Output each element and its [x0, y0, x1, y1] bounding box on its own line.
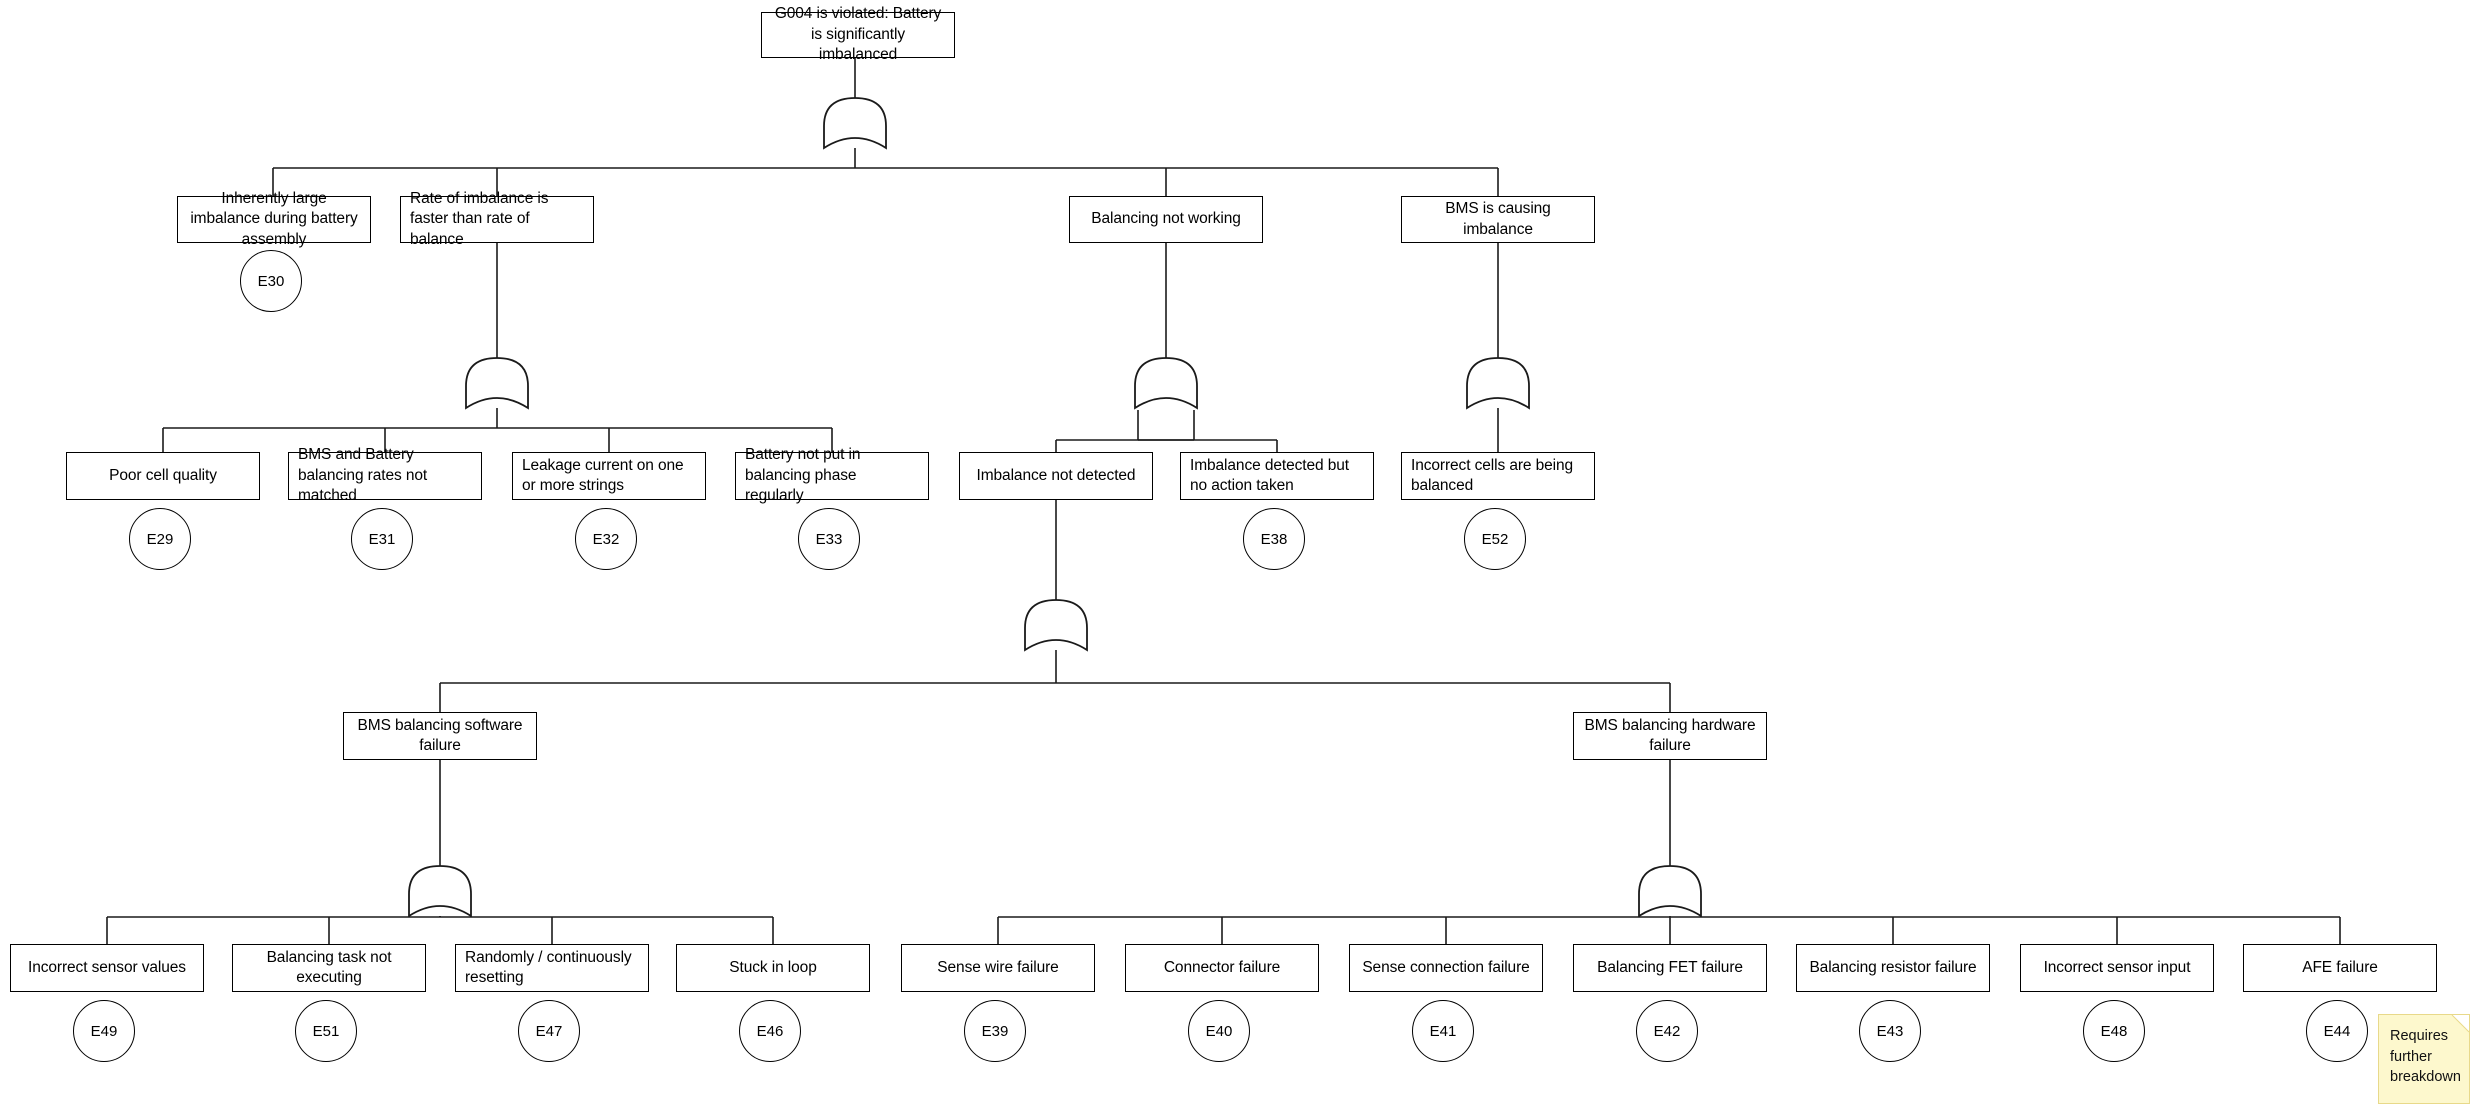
node-label: G004 is violated: Battery is significant… — [774, 5, 942, 64]
node-label: Inherently large imbalance during batter… — [190, 189, 358, 248]
event-circle-e48[interactable]: E48 — [2083, 1000, 2145, 1062]
node-bms-balancing-hardware-failure[interactable]: BMS balancing hardware failure — [1573, 712, 1767, 760]
node-bms-balancing-software-failure[interactable]: BMS balancing software failure — [343, 712, 537, 760]
node-balancing-fet-failure[interactable]: Balancing FET failure — [1573, 944, 1767, 992]
node-leakage-current[interactable]: Leakage current on one or more strings — [512, 452, 706, 500]
node-balancing-rates-not-matched[interactable]: BMS and Battery balancing rates not matc… — [288, 446, 482, 504]
event-id: E51 — [312, 1022, 340, 1040]
node-label: Rate of imbalance is faster than rate of… — [410, 189, 549, 248]
node-connector-failure[interactable]: Connector failure — [1125, 944, 1319, 992]
node-label: Imbalance not detected — [976, 466, 1136, 484]
node-imbalance-not-detected[interactable]: Imbalance not detected — [959, 452, 1153, 500]
node-label: Leakage current on one or more strings — [522, 456, 684, 494]
node-label: AFE failure — [2302, 958, 2378, 976]
event-id: E40 — [1205, 1022, 1233, 1040]
event-circle-e32[interactable]: E32 — [575, 508, 637, 570]
node-randomly-continuously-resetting[interactable]: Randomly / continuously resetting — [455, 944, 649, 992]
node-label: Balancing resistor failure — [1809, 958, 1977, 976]
node-label: BMS balancing hardware failure — [1584, 716, 1756, 754]
node-inherently-large-imbalance[interactable]: Inherently large imbalance during batter… — [177, 190, 371, 248]
event-circle-e42[interactable]: E42 — [1636, 1000, 1698, 1062]
event-id: E49 — [90, 1022, 118, 1040]
event-circle-e39[interactable]: E39 — [964, 1000, 1026, 1062]
node-incorrect-cells-balanced[interactable]: Incorrect cells are being balanced — [1401, 452, 1595, 500]
event-circle-e47[interactable]: E47 — [518, 1000, 580, 1062]
event-circle-e51[interactable]: E51 — [295, 1000, 357, 1062]
node-label: Connector failure — [1163, 958, 1281, 976]
event-circle-e41[interactable]: E41 — [1412, 1000, 1474, 1062]
node-label: Balancing not working — [1091, 210, 1241, 228]
node-rate-of-imbalance[interactable]: Rate of imbalance is faster than rate of… — [400, 190, 594, 248]
node-balancing-task-not-executing[interactable]: Balancing task not executing — [232, 944, 426, 992]
event-id: E41 — [1429, 1022, 1457, 1040]
node-afe-failure[interactable]: AFE failure — [2243, 944, 2437, 992]
event-circle-e49[interactable]: E49 — [73, 1000, 135, 1062]
event-id: E42 — [1653, 1022, 1681, 1040]
node-label: BMS balancing software failure — [357, 716, 523, 754]
node-label: Balancing task not executing — [266, 948, 392, 986]
node-label: BMS and Battery balancing rates not matc… — [298, 446, 428, 505]
event-id: E48 — [2100, 1022, 2128, 1040]
node-label: Balancing FET failure — [1597, 958, 1743, 976]
sticky-note-requires-further-breakdown[interactable]: Requires further breakdown — [2378, 1014, 2470, 1104]
node-sense-wire-failure[interactable]: Sense wire failure — [901, 944, 1095, 992]
node-label: Battery not put in balancing phase regul… — [745, 446, 861, 505]
node-battery-not-in-balancing-phase[interactable]: Battery not put in balancing phase regul… — [735, 446, 929, 504]
event-circle-e38[interactable]: E38 — [1243, 508, 1305, 570]
event-id: E33 — [815, 530, 843, 548]
event-id: E44 — [2323, 1022, 2351, 1040]
node-label: Randomly / continuously resetting — [465, 948, 632, 986]
node-label: BMS is causing imbalance — [1445, 200, 1551, 238]
node-sense-connection-failure[interactable]: Sense connection failure — [1349, 944, 1543, 992]
event-id: E31 — [368, 530, 396, 548]
event-id: E47 — [535, 1022, 563, 1040]
event-id: E39 — [981, 1022, 1009, 1040]
event-id: E30 — [257, 272, 285, 290]
node-incorrect-sensor-values[interactable]: Incorrect sensor values — [10, 944, 204, 992]
node-label: Incorrect cells are being balanced — [1411, 456, 1574, 494]
node-incorrect-sensor-input[interactable]: Incorrect sensor input — [2020, 944, 2214, 992]
node-label: Incorrect sensor values — [28, 958, 186, 976]
node-poor-cell-quality[interactable]: Poor cell quality — [66, 452, 260, 500]
event-circle-e44[interactable]: E44 — [2306, 1000, 2368, 1062]
node-balancing-resistor-failure[interactable]: Balancing resistor failure — [1796, 944, 1990, 992]
event-circle-e29[interactable]: E29 — [129, 508, 191, 570]
event-id: E29 — [146, 530, 174, 548]
node-label: Incorrect sensor input — [2043, 958, 2191, 976]
node-stuck-in-loop[interactable]: Stuck in loop — [676, 944, 870, 992]
node-label: Imbalance detected but no action taken — [1190, 456, 1349, 494]
event-id: E52 — [1481, 530, 1509, 548]
event-circle-e33[interactable]: E33 — [798, 508, 860, 570]
sticky-note-fold-icon — [2451, 1015, 2469, 1033]
event-id: E43 — [1876, 1022, 1904, 1040]
node-no-action-taken[interactable]: Imbalance detected but no action taken — [1180, 452, 1374, 500]
node-label: Sense connection failure — [1362, 958, 1530, 976]
node-label: Poor cell quality — [109, 466, 217, 484]
node-top-event[interactable]: G004 is violated: Battery is significant… — [761, 5, 955, 63]
node-label: Sense wire failure — [937, 958, 1059, 976]
event-id: E38 — [1260, 530, 1288, 548]
node-label: Stuck in loop — [729, 958, 817, 976]
sticky-note-text: Requires further breakdown — [2390, 1028, 2461, 1086]
event-id: E32 — [592, 530, 620, 548]
event-circle-e46[interactable]: E46 — [739, 1000, 801, 1062]
node-balancing-not-working[interactable]: Balancing not working — [1069, 196, 1263, 243]
event-circle-e31[interactable]: E31 — [351, 508, 413, 570]
event-circle-e40[interactable]: E40 — [1188, 1000, 1250, 1062]
node-bms-causing-imbalance[interactable]: BMS is causing imbalance — [1401, 196, 1595, 243]
event-circle-e43[interactable]: E43 — [1859, 1000, 1921, 1062]
event-circle-e30[interactable]: E30 — [240, 250, 302, 312]
event-circle-e52[interactable]: E52 — [1464, 508, 1526, 570]
event-id: E46 — [756, 1022, 784, 1040]
